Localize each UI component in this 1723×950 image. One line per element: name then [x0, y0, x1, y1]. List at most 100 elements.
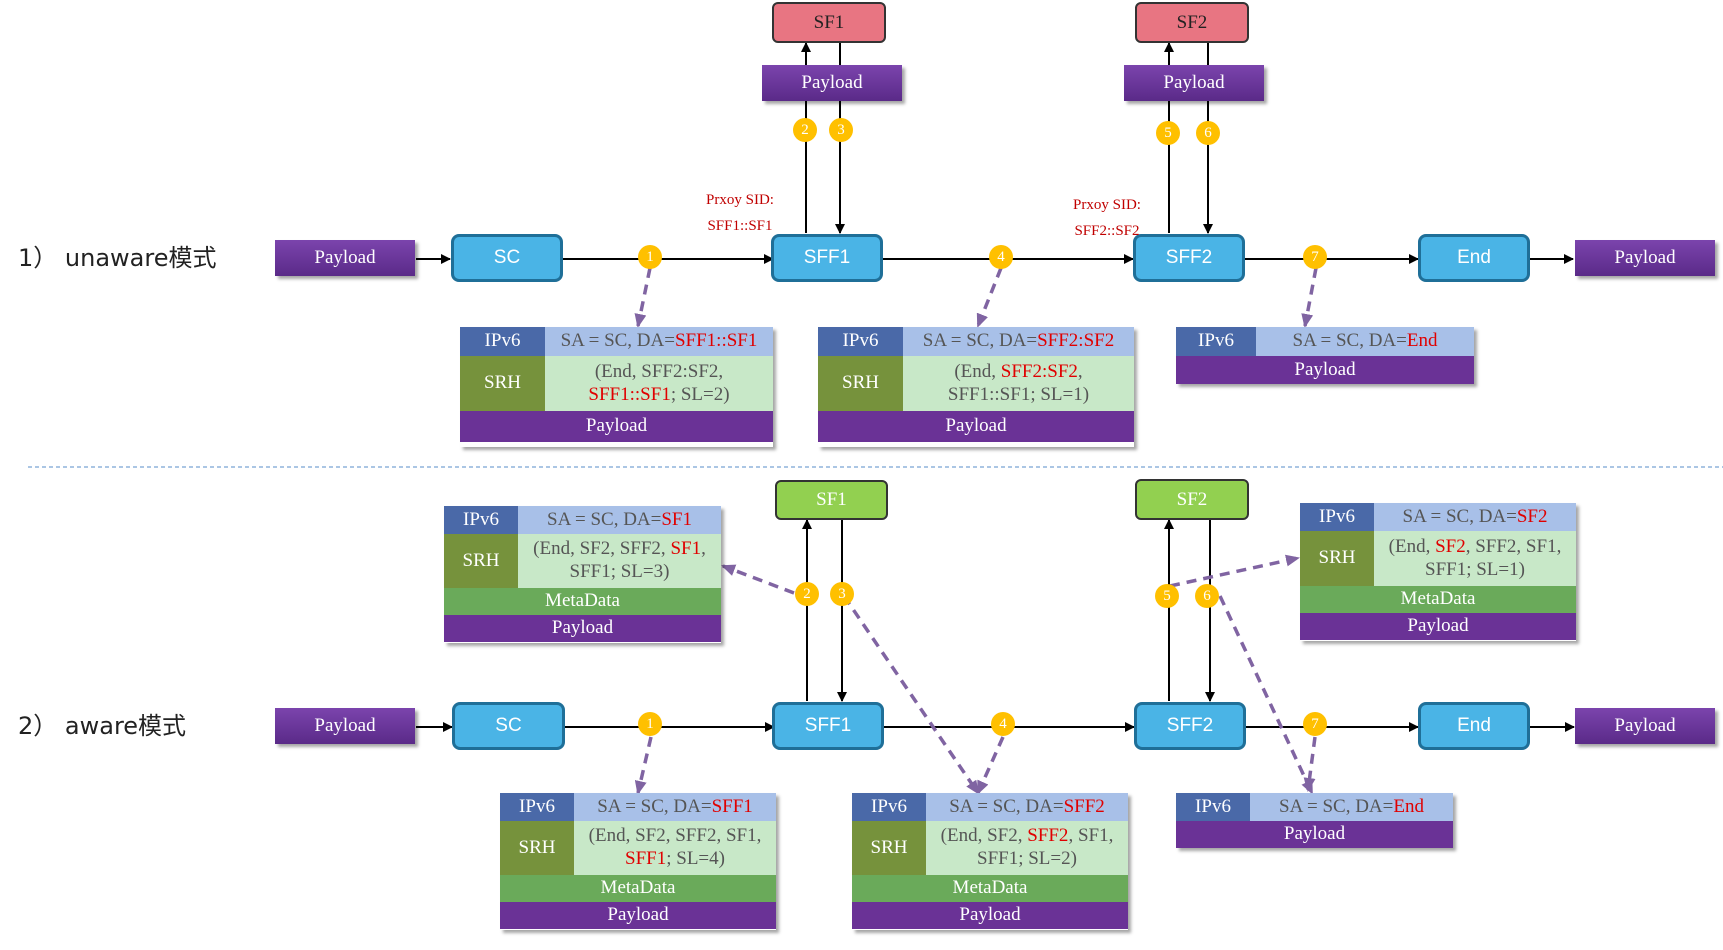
packet-payload: Payload — [460, 411, 773, 442]
packet-payload: Payload — [1300, 613, 1576, 640]
step-badge-2-aware: 2 — [795, 582, 819, 606]
packet-payload: Payload — [1176, 356, 1474, 384]
proxy-sid-sff2-title: Prxoy SID: — [1073, 197, 1141, 213]
srh-active: SF1 — [670, 538, 702, 560]
srh-post: , — [701, 538, 706, 560]
packet-srh-list: (End, SF2, SFF2, SF1, SFF1; SL=3) — [518, 534, 721, 588]
packet-sa-da: SA = SC, DA= SFF1 — [574, 793, 776, 821]
node-sff2-1: SFF2 — [1133, 234, 1245, 282]
payload-source-2: Payload — [275, 708, 415, 744]
sa-prefix: SA = SC, DA= — [560, 330, 675, 352]
mode-label-aware: 2） aware模式 — [18, 712, 187, 740]
step-badge-5-aware: 5 — [1155, 584, 1179, 608]
packet-sa-da: SA = SC, DA= SF1 — [518, 506, 721, 534]
step-badge-7: 7 — [1303, 245, 1327, 269]
proxy-sid-sff2: Prxoy SID: SFF2::SF2 — [1055, 192, 1159, 245]
srh-line-b: SFF1; SL=4) — [625, 848, 725, 871]
packet-sa-da: SA = SC, DA= End — [1256, 327, 1474, 356]
node-sc-1: SC — [451, 234, 563, 282]
srh-pre: (End, — [954, 360, 1001, 382]
step-badge-6-aware: 6 — [1195, 584, 1219, 608]
proxy-sid-sff1: Prxoy SID: SFF1::SF1 — [688, 187, 792, 240]
da-value: End — [1406, 330, 1438, 352]
packet-ipv6-label: IPv6 — [818, 327, 903, 356]
packet-ipv6-label: IPv6 — [1176, 327, 1256, 356]
srh-line-b: SFF1; SL=3) — [569, 561, 670, 582]
step-badge-4-aware: 4 — [991, 712, 1015, 736]
da-value: SF1 — [661, 508, 692, 530]
packet-srh-label: SRH — [818, 356, 903, 411]
step-badge-4: 4 — [989, 245, 1013, 269]
packet-ipv6-label: IPv6 — [1300, 503, 1374, 531]
node-sff2-2: SFF2 — [1134, 702, 1246, 750]
da-value: SFF1 — [711, 795, 753, 817]
packet-ipv6-label: IPv6 — [852, 793, 926, 821]
packet-unaware-1: IPv6 SA = SC, DA= SFF1::SF1 SRH (End, SF… — [460, 327, 773, 447]
srh-line-b: SFF1::SF1; SL=2) — [588, 384, 729, 407]
packet-aware-2: IPv6 SA = SC, DA= SFF2 SRH (End, SF2, SF… — [852, 793, 1128, 930]
node-end-1: End — [1418, 234, 1530, 282]
proxy-sid-sff1-title: Prxoy SID: — [706, 192, 774, 208]
packet-metadata: MetaData — [444, 588, 721, 615]
srh-active: SF2 — [1435, 535, 1466, 557]
sa-prefix: SA = SC, DA= — [597, 795, 712, 817]
packet-metadata: MetaData — [852, 875, 1128, 902]
step-badge-3-aware: 3 — [830, 582, 854, 606]
srh-rest: ; SL=2) — [670, 383, 730, 405]
step-badge-6: 6 — [1196, 121, 1220, 145]
srh-pre: (End, — [1388, 535, 1436, 557]
node-sc-2: SC — [452, 702, 565, 750]
step-badge-2: 2 — [793, 118, 817, 142]
packet-ipv6-label: IPv6 — [460, 327, 545, 356]
payload-sf2-1: Payload — [1124, 65, 1264, 101]
srh-pre: (End, SF2, SFF2, — [533, 538, 671, 560]
node-end-2: End — [1418, 702, 1530, 750]
sa-prefix: SA = SC, DA= — [547, 508, 662, 530]
packet-ipv6-label: IPv6 — [1176, 793, 1250, 821]
row2-flow-lines — [416, 519, 1575, 732]
packet-srh-list: (End, SF2, SFF2, SF1, SFF1; SL=4) — [574, 821, 776, 875]
packet-ipv6-label: IPv6 — [500, 793, 574, 821]
srh-active: SFF2 — [1027, 825, 1069, 847]
dashed-pointers — [634, 267, 1318, 795]
sa-prefix: SA = SC, DA= — [1402, 505, 1517, 527]
sa-prefix: SA = SC, DA= — [949, 795, 1064, 817]
packet-srh-label: SRH — [852, 821, 926, 875]
row1-flow-lines — [416, 42, 1574, 264]
srh-rest: ; SL=4) — [666, 848, 725, 869]
packet-sa-da: SA = SC, DA= SFF2:SF2 — [903, 327, 1134, 356]
node-sf1-2: SF1 — [775, 480, 888, 520]
srh-line-a: (End, SF2, SFF2, SF1, — [1389, 536, 1562, 559]
packet-srh-list: (End, SFF2:SF2, SFF1::SF1; SL=1) — [903, 356, 1134, 411]
da-value: SFF2 — [1063, 795, 1105, 817]
step-badge-7-aware: 7 — [1303, 712, 1327, 736]
srh-line-a: (End, SF2, SFF2, SF1, — [588, 825, 762, 847]
packet-srh-list: (End, SFF2:SF2, SFF1::SF1; SL=2) — [545, 356, 773, 411]
srh-line-b: SFF1; SL=1) — [1425, 558, 1525, 580]
srh-line-a: (End, SF2, SFF2, SF1, — [533, 538, 706, 561]
node-sf1-1: SF1 — [772, 2, 886, 43]
mode-label-unaware: 1） unaware模式 — [18, 244, 217, 272]
packet-payload: Payload — [444, 615, 721, 642]
srh-post: , — [1077, 360, 1083, 382]
da-value: SFF1::SF1 — [674, 330, 758, 352]
node-sf2-1: SF2 — [1135, 2, 1249, 43]
packet-aware-sf1: IPv6 SA = SC, DA= SF1 SRH (End, SF2, SFF… — [444, 506, 721, 643]
srh-line-a: (End, SFF2:SF2, — [954, 361, 1082, 384]
packet-payload: Payload — [852, 902, 1128, 929]
packet-payload: Payload — [1176, 821, 1453, 848]
sa-prefix: SA = SC, DA= — [1292, 330, 1407, 352]
proxy-sid-sff1-value: SFF1::SF1 — [707, 218, 773, 235]
srh-line-b: SFF1; SL=2) — [977, 848, 1077, 869]
payload-dest-2: Payload — [1575, 708, 1715, 744]
packet-sa-da: SA = SC, DA= SF2 — [1374, 503, 1576, 531]
srh-post: , SF1, — [1068, 825, 1114, 847]
step-badge-1-aware: 1 — [638, 712, 662, 736]
packet-srh-label: SRH — [500, 821, 574, 875]
srh-pre: (End, SF2, — [940, 825, 1028, 847]
packet-metadata: MetaData — [1300, 586, 1576, 613]
packet-srh-label: SRH — [460, 356, 545, 411]
srh-active: SFF2:SF2 — [1000, 360, 1078, 382]
node-sff1-2: SFF1 — [772, 702, 884, 750]
